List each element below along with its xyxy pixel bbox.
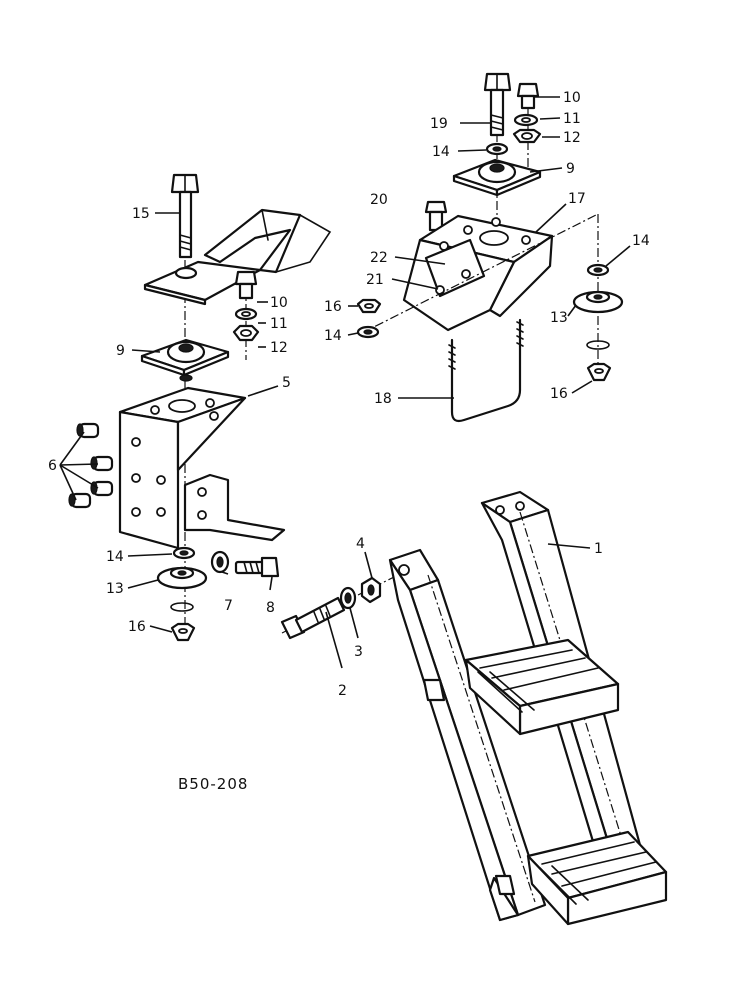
callout-11-lower: 11 (270, 316, 288, 332)
nut-16-left (356, 298, 382, 314)
callout-22: 22 (370, 250, 388, 266)
callout-12-lower: 12 (270, 340, 288, 356)
callout-10-upper: 10 (563, 90, 581, 106)
callout-1: 1 (594, 541, 603, 557)
nut-12-lower (232, 324, 260, 342)
callout-13-lower: 13 (106, 581, 124, 597)
isolator-mount-9-lower (140, 338, 230, 382)
upper-right-mount-assembly (356, 72, 624, 423)
washer-7 (210, 550, 230, 574)
bracket-17 (402, 214, 554, 332)
callout-14-upper: 14 (432, 144, 450, 160)
bracket-5 (118, 386, 286, 550)
callout-10-lower: 10 (270, 295, 288, 311)
callout-16-right: 16 (550, 386, 568, 402)
callout-labels: 10 11 12 19 14 9 20 17 14 22 21 16 14 13… (48, 90, 650, 793)
callout-16-left: 16 (324, 299, 342, 315)
bolt-8 (234, 556, 280, 578)
step-tread-upper (464, 638, 620, 736)
left-mount-assembly (68, 173, 332, 642)
callout-6: 6 (48, 458, 57, 474)
callout-16-lower: 16 (128, 619, 146, 635)
callout-3: 3 (354, 644, 363, 660)
callout-17: 17 (568, 191, 586, 207)
callout-7: 7 (224, 598, 233, 614)
washer-13-right (572, 290, 624, 314)
callout-9-upper: 9 (566, 161, 575, 177)
bolt-15 (170, 173, 200, 259)
callout-12-upper: 12 (563, 130, 581, 146)
step-assembly-1 (280, 490, 668, 926)
bolt-2 (280, 596, 346, 640)
callout-15: 15 (132, 206, 150, 222)
callout-13-right: 13 (550, 310, 568, 326)
isolator-mount-9-upper (452, 158, 542, 197)
leader-lines (59, 96, 631, 669)
callout-21: 21 (366, 272, 384, 288)
nut-16-right (586, 362, 612, 382)
bushings-6 (68, 422, 114, 509)
callout-18: 18 (374, 391, 392, 407)
callout-14-lower: 14 (106, 549, 124, 565)
washer-3 (339, 586, 357, 610)
washer-13-lower (156, 566, 208, 590)
bolt-10-lower (234, 270, 258, 300)
nut-16-lower (170, 622, 196, 642)
callout-11-upper: 11 (563, 111, 581, 127)
callout-14-left: 14 (324, 328, 342, 344)
step-tread-lower (526, 830, 668, 926)
callout-4: 4 (356, 536, 365, 552)
nut-12-upper (512, 128, 542, 144)
callout-8: 8 (266, 600, 275, 616)
step-rail-left (388, 548, 547, 922)
callout-5: 5 (282, 375, 291, 391)
callout-9-lower: 9 (116, 343, 125, 359)
callout-19: 19 (430, 116, 448, 132)
callout-14-right: 14 (632, 233, 650, 249)
frame-plate (143, 208, 332, 306)
callout-20: 20 (370, 192, 388, 208)
nut-4 (360, 576, 382, 604)
diagram-id-label: B50-208 (178, 775, 248, 793)
bolt-20 (424, 200, 448, 232)
bolt-19 (483, 72, 512, 137)
bolt-10-upper (516, 82, 540, 110)
callout-2: 2 (338, 683, 347, 699)
u-bolt-18 (448, 318, 524, 423)
